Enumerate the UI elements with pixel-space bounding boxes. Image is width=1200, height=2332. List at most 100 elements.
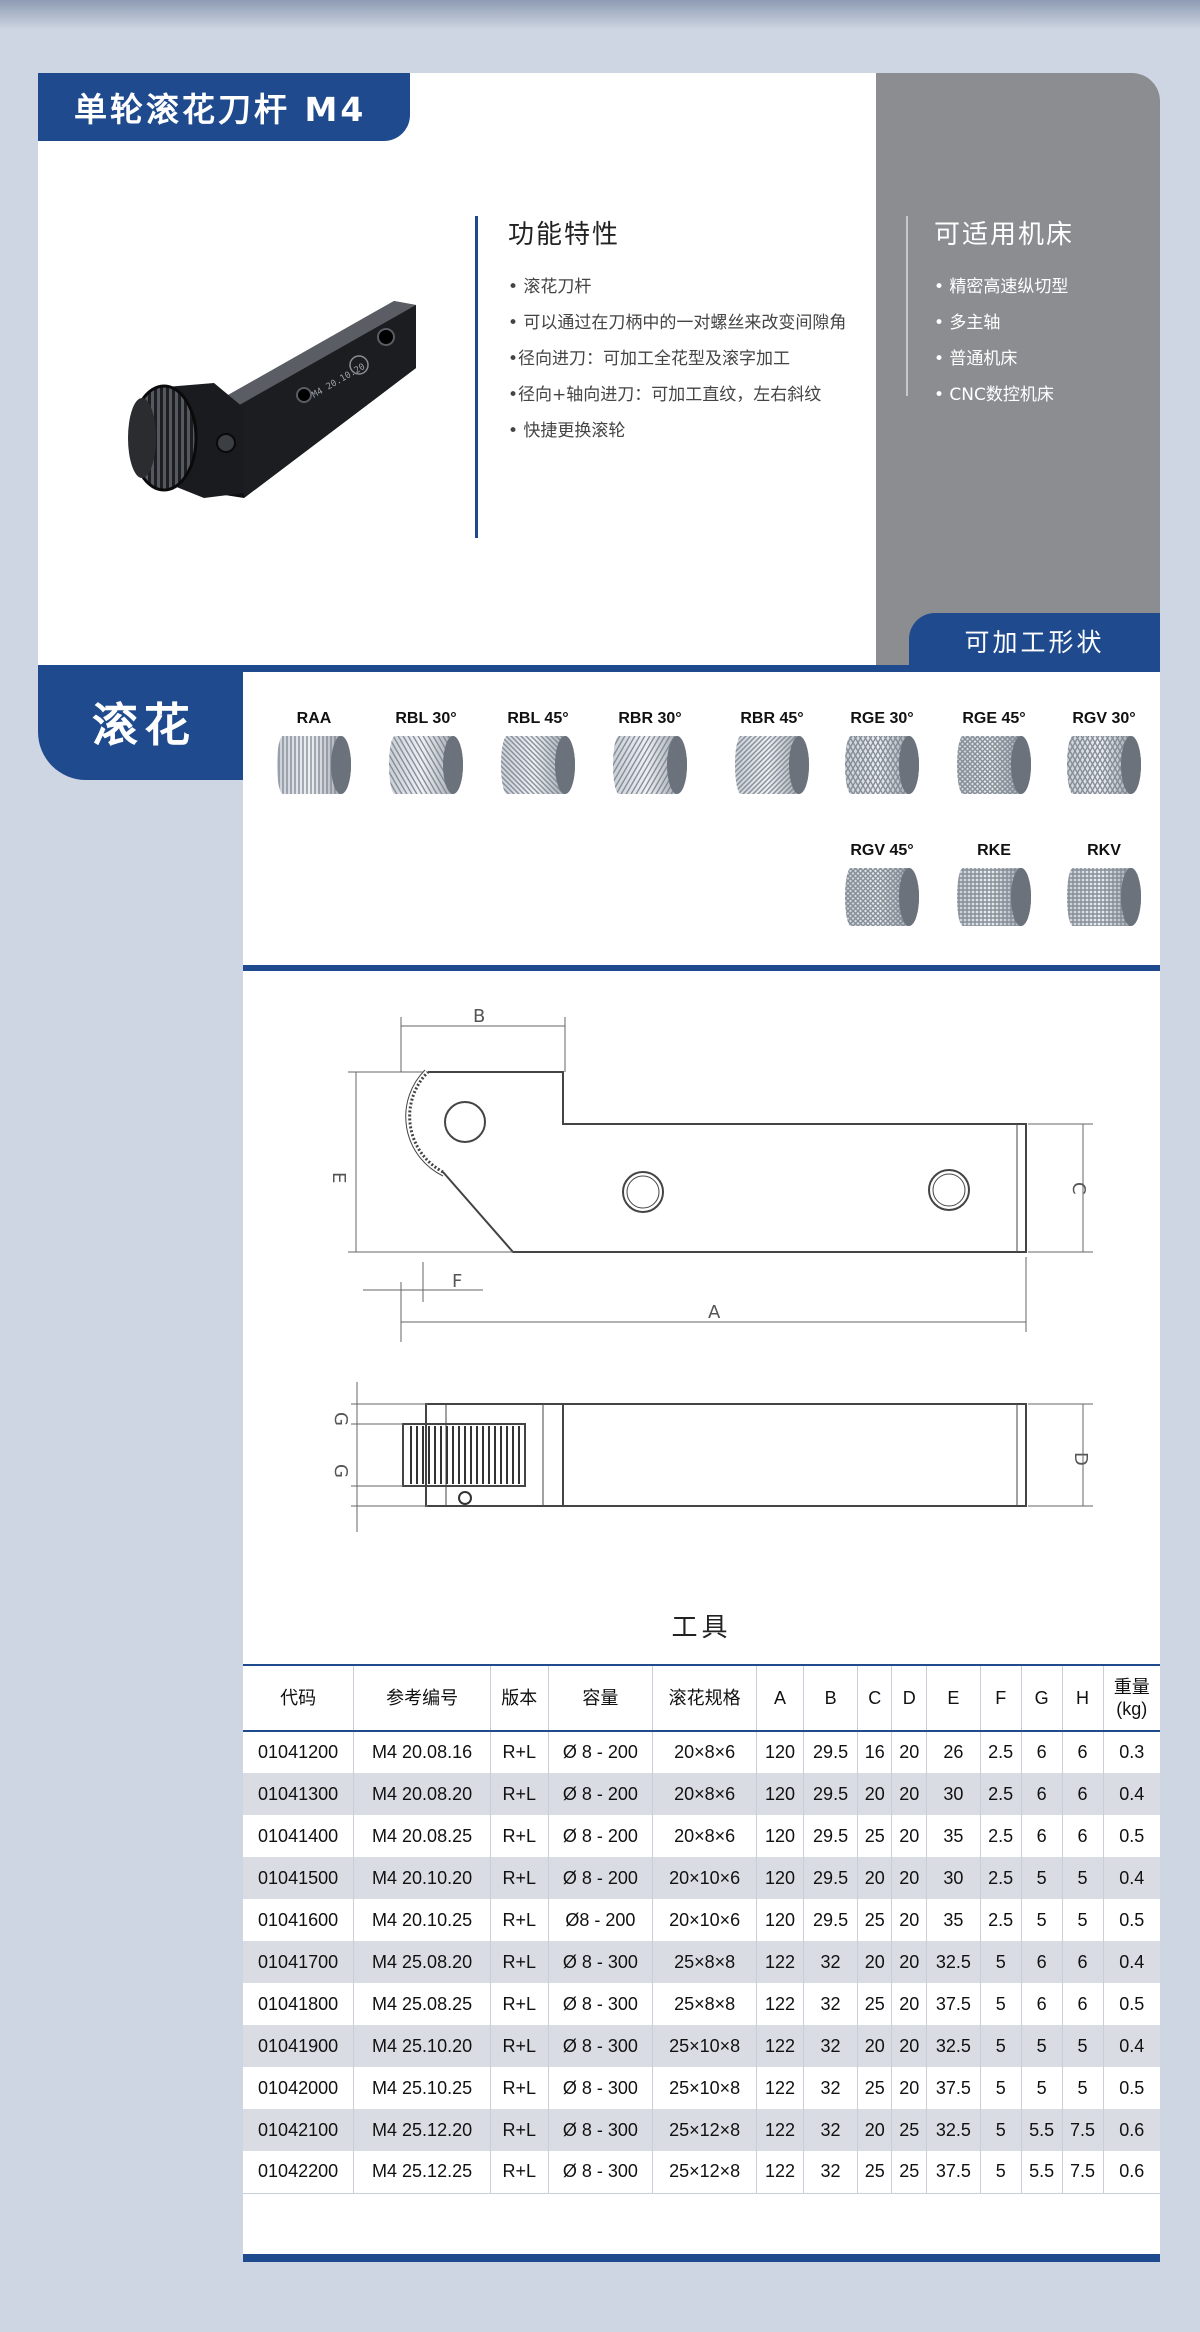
table-cell: 120 <box>756 1731 805 1773</box>
table-cell: 5 <box>1062 2067 1104 2109</box>
table-cell: 32.5 <box>926 2109 981 2151</box>
table-cell: 01041600 <box>243 1899 355 1941</box>
feature-item: • 快捷更换滚轮 <box>508 421 626 441</box>
page-title: 单轮滚花刀杆 M4 <box>38 73 410 141</box>
table-cell: 25 <box>857 1815 893 1857</box>
knurl-shape-rbr-30: RBR 30° <box>595 710 705 796</box>
knurl-shape-label: RGV 30° <box>1072 710 1136 727</box>
table-cell: 5 <box>1062 1857 1104 1899</box>
dim-label-a: A <box>708 1302 721 1323</box>
table-cell: 20 <box>857 2025 893 2067</box>
table-cell: 25×12×8 <box>652 2151 757 2193</box>
table-cell: 6 <box>1021 1773 1063 1815</box>
knurl-wheel-icon <box>1067 736 1141 794</box>
table-cell: 20 <box>891 1815 927 1857</box>
table-cell: 01041500 <box>243 1857 355 1899</box>
table-cell: Ø 8 - 200 <box>548 1857 654 1899</box>
table-cell: 0.4 <box>1119 1867 1145 1888</box>
machines-section: 可适用机床 • 精密高速纵切型 • 多主轴 • 普通机床 • CNC数控机床 <box>906 216 1075 405</box>
table-cell: 26 <box>926 1731 981 1773</box>
table-cell: 25×10×8 <box>652 2067 757 2109</box>
table-cell: 32.5 <box>926 2025 981 2067</box>
table-cell: Ø 8 - 300 <box>548 1941 654 1983</box>
table-cell: 20 <box>857 1857 893 1899</box>
table-cell: 20 <box>857 2109 893 2151</box>
table-cell: 5 <box>1062 1899 1104 1941</box>
table-cell: 5 <box>980 1983 1022 2025</box>
table-cell: 120 <box>756 1857 805 1899</box>
machines-list: • 精密高速纵切型 • 多主轴 • 普通机床 • CNC数控机床 <box>934 269 1074 413</box>
table-cell: R+L <box>490 2109 549 2151</box>
table-cell: 35 <box>926 1815 981 1857</box>
table-cell: Ø 8 - 300 <box>548 1983 654 2025</box>
knurl-shape-raa: RAA <box>259 710 369 796</box>
table-cell: R+L <box>490 1773 549 1815</box>
top-gradient-band <box>0 0 1200 30</box>
table-cell: 5 <box>980 2025 1022 2067</box>
table-cell: Ø 8 - 200 <box>548 1815 654 1857</box>
table-cell: 32 <box>803 2025 858 2067</box>
table-cell: 0.5 <box>1119 1909 1145 1930</box>
table-cell: 29.5 <box>803 1815 858 1857</box>
table-cell: 0.5 <box>1119 1993 1145 2014</box>
table-cell: 2.5 <box>980 1731 1022 1773</box>
table-cell: M4 20.08.20 <box>353 1773 491 1815</box>
knurl-shape-label: RBR 45° <box>740 710 804 727</box>
table-cell: 32 <box>803 2151 858 2193</box>
table-cell: 6 <box>1062 1815 1104 1857</box>
knurl-wheel-icon <box>845 868 919 926</box>
table-cell: 01041200 <box>243 1731 355 1773</box>
table-cell: 29.5 <box>803 1857 858 1899</box>
table-cell: 6 <box>1021 1983 1063 2025</box>
table-cell: 5 <box>1021 2067 1063 2109</box>
table-cell: 29.5 <box>803 1731 858 1773</box>
knurl-shape-label: RAA <box>296 710 332 727</box>
table-cell: 25 <box>857 2151 893 2193</box>
table-cell: 0.4 <box>1119 1783 1145 1804</box>
table-cell: 0.5 <box>1119 2077 1145 2098</box>
column-header: H <box>1062 1665 1104 1731</box>
table-cell: M4 25.10.20 <box>353 2025 491 2067</box>
knurling-section-label: 滚花 <box>38 665 243 780</box>
table-cell: 5 <box>1021 1899 1063 1941</box>
product-overview-card: 单轮滚花刀杆 M4 M4 20.10.20 功能特性 • 滚花刀杆 • 可以通过… <box>38 73 1160 665</box>
table-cell: 122 <box>756 2067 805 2109</box>
table-cell: 32 <box>803 2109 858 2151</box>
table-cell: 20 <box>857 1941 893 1983</box>
knurl-wheel-icon <box>389 736 463 794</box>
column-header: 重量 (kg) <box>1113 1677 1150 1719</box>
table-cell: Ø 8 - 200 <box>548 1731 654 1773</box>
table-cell: 120 <box>756 1773 805 1815</box>
table-cell: 25×8×8 <box>652 1941 757 1983</box>
table-cell: 5.5 <box>1021 2151 1063 2193</box>
table-cell: 20 <box>891 1773 927 1815</box>
knurl-shape-label: RKE <box>977 842 1011 859</box>
table-cell: 0.5 <box>1119 1825 1145 1846</box>
column-header: 参考编号 <box>353 1665 491 1731</box>
table-cell: Ø 8 - 300 <box>548 2067 654 2109</box>
knurl-shape-label: RGV 45° <box>850 842 914 859</box>
table-cell: 20 <box>891 1857 927 1899</box>
table-cell: 6 <box>1021 1941 1063 1983</box>
table-cell: 30 <box>926 1857 981 1899</box>
table-cell: M4 25.08.20 <box>353 1941 491 1983</box>
knurl-shape-rge-30: RGE 30° <box>827 710 937 796</box>
dim-label-f: F <box>452 1271 462 1292</box>
table-cell: 32 <box>803 1941 858 1983</box>
table-cell: 20 <box>891 1899 927 1941</box>
table-cell: 2.5 <box>980 1857 1022 1899</box>
table-cell: 20×10×6 <box>652 1899 757 1941</box>
table-cell: 0.6 <box>1119 2119 1145 2140</box>
table-cell: 20×8×6 <box>652 1815 757 1857</box>
machines-title: 可适用机床 <box>934 220 1075 250</box>
column-header: F <box>980 1665 1022 1731</box>
table-cell: 25 <box>857 1983 893 2025</box>
knurl-wheel-icon <box>957 736 1031 794</box>
knurl-wheel-icon <box>845 736 919 794</box>
table-cell: 120 <box>756 1899 805 1941</box>
